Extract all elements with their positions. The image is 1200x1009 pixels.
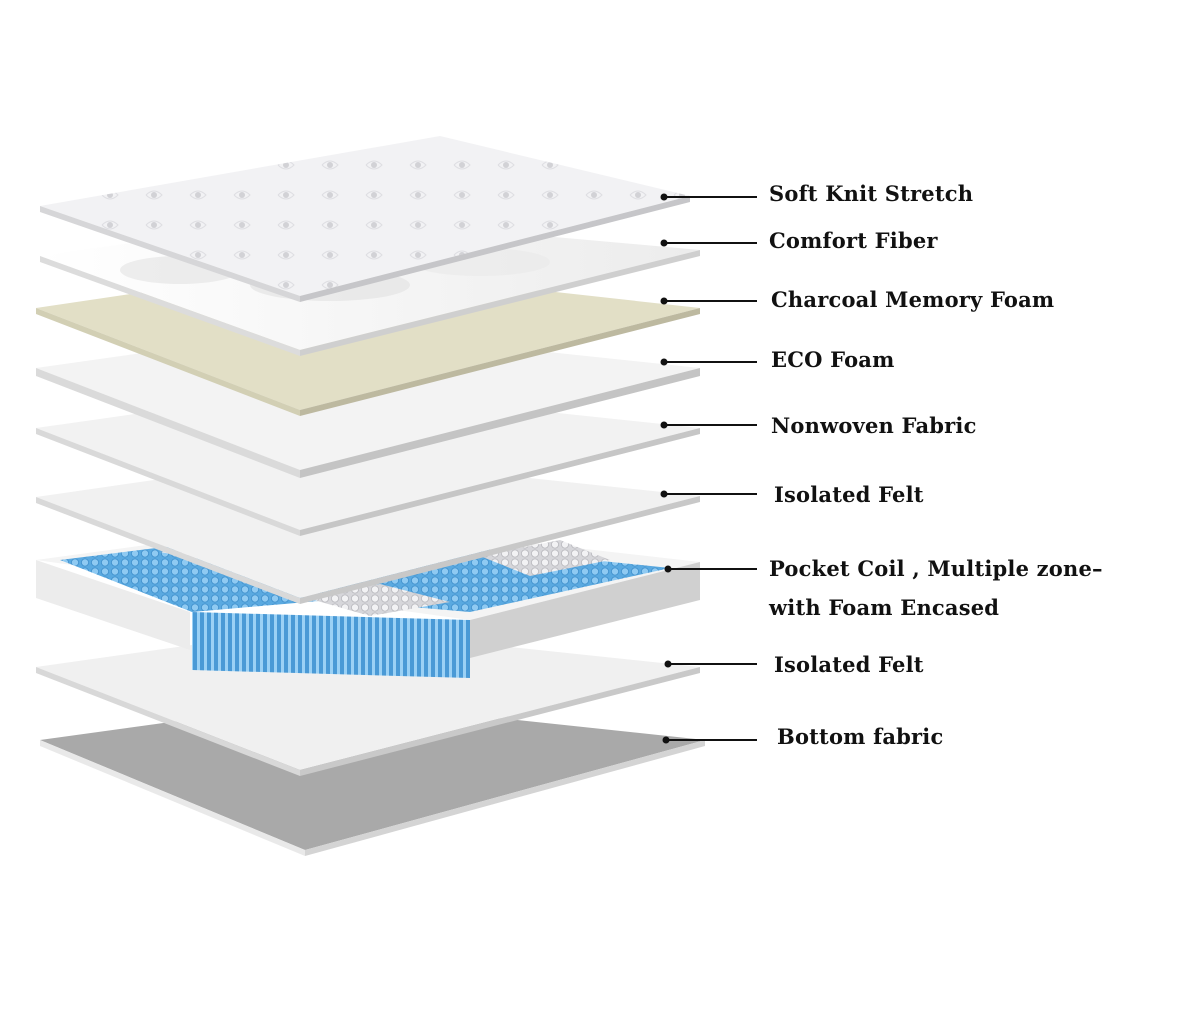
label-pocket-coil-line1: Pocket Coil , Multiple zone– [769, 556, 1103, 581]
label-eco-foam: ECO Foam [771, 347, 895, 372]
label-isolated-felt-top: Isolated Felt [774, 482, 924, 507]
label-soft-knit-stretch: Soft Knit Stretch [769, 181, 974, 206]
label-pocket-coil-line2: with Foam Encased [769, 595, 1000, 620]
layer-soft-knit-stretch [40, 136, 690, 302]
label-comfort-fiber: Comfort Fiber [769, 228, 938, 253]
leader-lines [660, 193, 757, 744]
label-isolated-felt-bottom: Isolated Felt [774, 652, 924, 677]
label-charcoal-memory-foam: Charcoal Memory Foam [771, 287, 1055, 312]
label-nonwoven-fabric: Nonwoven Fabric [771, 413, 977, 438]
label-bottom-fabric: Bottom fabric [777, 724, 944, 749]
